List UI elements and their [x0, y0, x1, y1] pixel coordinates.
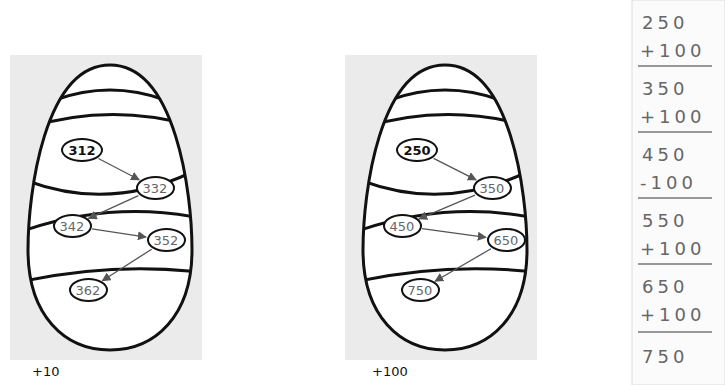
circle-number: 250 [403, 143, 430, 158]
sum-line: +100 [640, 106, 705, 127]
egg-stripes [20, 90, 200, 282]
sum-line: 550 [642, 210, 688, 231]
number-circle: 342 [53, 214, 92, 238]
number-circle: 250 [396, 138, 438, 162]
sum-line: 450 [642, 144, 688, 165]
step-caption: +10 [32, 364, 59, 379]
step-arrow [422, 229, 486, 238]
egg-outline [28, 65, 192, 350]
circle-number: 350 [480, 181, 505, 196]
step-arrow [435, 249, 491, 282]
circle-number: 352 [154, 233, 179, 248]
step-arrow [89, 196, 139, 219]
step-arrow [92, 229, 146, 237]
step-caption: +100 [372, 364, 408, 379]
number-circle: 312 [61, 138, 103, 162]
photo-ground [345, 55, 537, 360]
step-arrow [419, 195, 475, 219]
egg-stripes [355, 90, 535, 282]
sum-line: 650 [642, 276, 688, 297]
step-arrow [98, 159, 139, 180]
sum-line: +100 [640, 40, 705, 61]
sum-line: 350 [642, 78, 688, 99]
circle-number: 362 [76, 283, 101, 298]
circle-number: 332 [143, 181, 168, 196]
number-circle: 332 [136, 176, 175, 200]
circle-number: 450 [390, 219, 415, 234]
circle-number: 312 [68, 143, 95, 158]
sum-line: -100 [640, 172, 697, 193]
sum-line: 250 [642, 12, 688, 33]
paper-sheet [632, 0, 725, 385]
sum-rules [638, 66, 712, 332]
number-circle: 450 [383, 214, 422, 238]
step-arrow [434, 158, 476, 180]
sum-line: +100 [640, 238, 705, 259]
number-circle: 650 [487, 228, 526, 252]
number-circle: 350 [473, 176, 512, 200]
number-circle: 352 [147, 228, 186, 252]
number-circle: 362 [69, 278, 108, 302]
photo-ground [10, 55, 202, 360]
egg-outline [363, 65, 527, 350]
circle-number: 342 [60, 219, 85, 234]
sum-line: +100 [640, 304, 705, 325]
number-circle: 750 [401, 278, 440, 302]
step-arrow [102, 249, 151, 281]
circle-number: 750 [408, 283, 433, 298]
sum-line: 750 [642, 346, 688, 367]
circle-number: 650 [494, 233, 519, 248]
